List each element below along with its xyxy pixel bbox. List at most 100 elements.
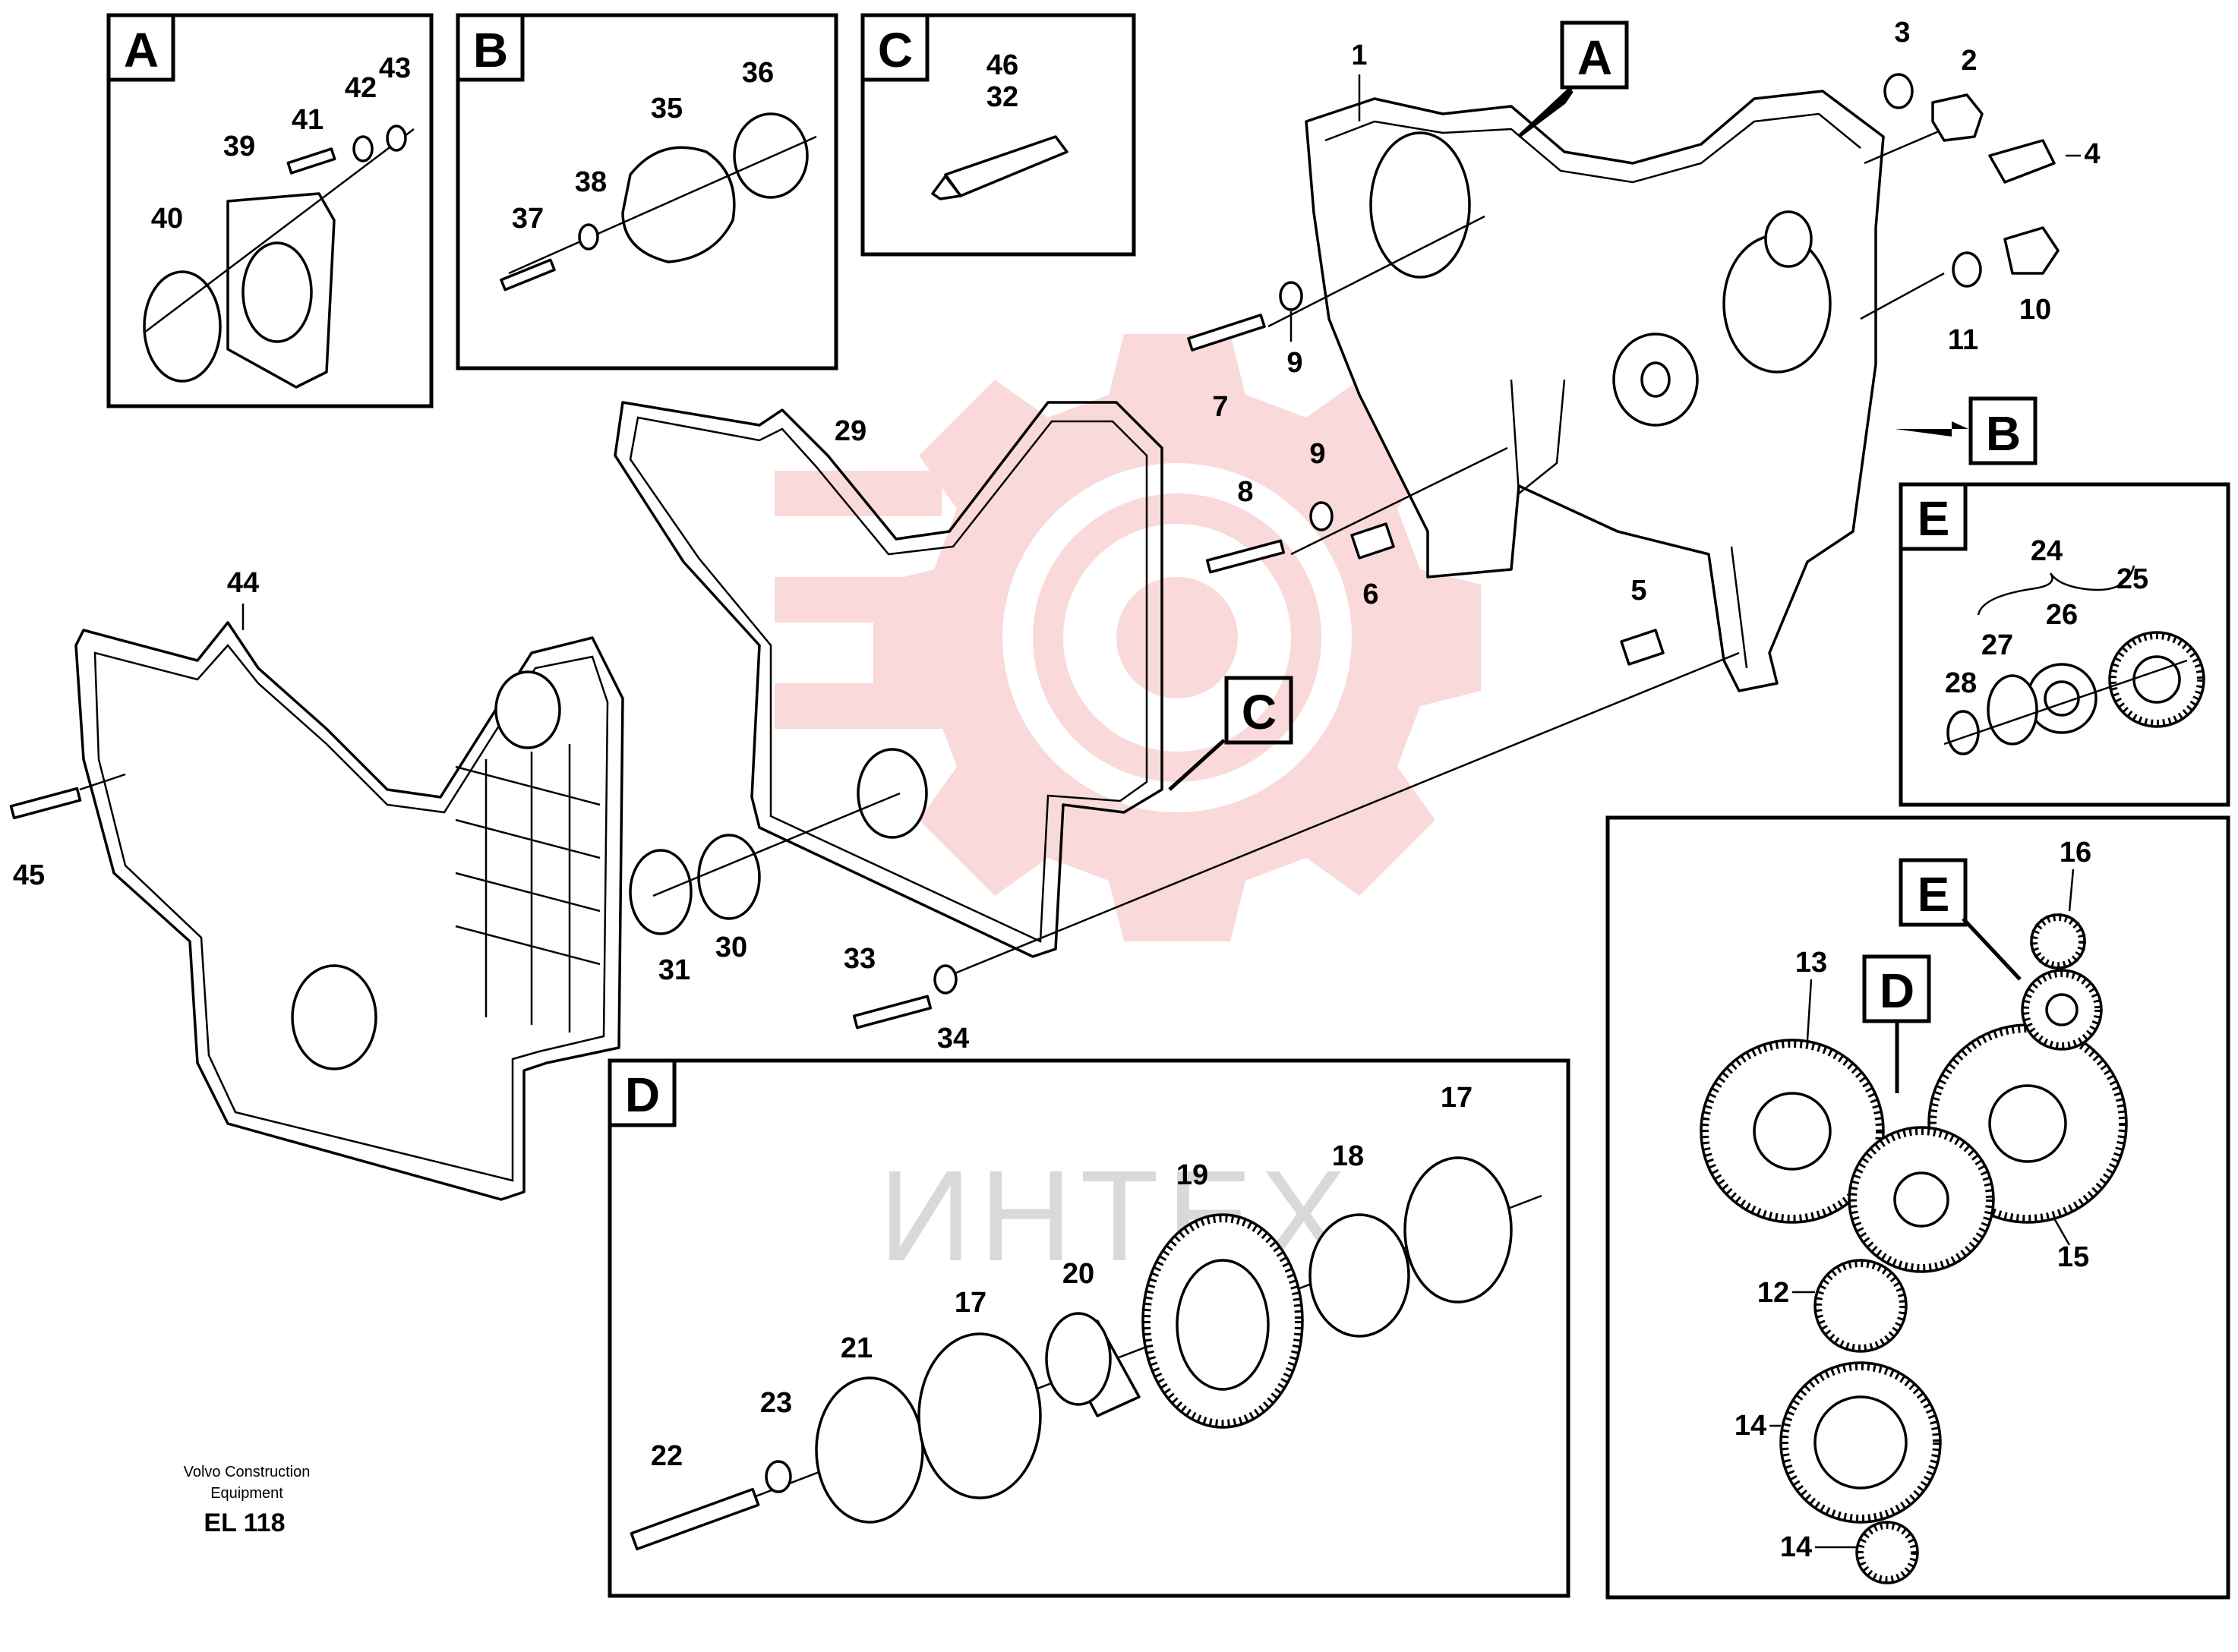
- tag-e: E: [1918, 867, 1950, 922]
- callout-8: 8: [1237, 476, 1253, 508]
- sealant-tube-32: [944, 135, 1068, 197]
- callout-12: 12: [1757, 1277, 1789, 1309]
- thrust-washer-17-lower: [917, 1332, 1042, 1499]
- detail-box-d: D 22 23 21 17 20 19 18 17: [608, 1058, 1570, 1598]
- washer-11: [1952, 251, 1982, 288]
- washer-9-upper: [1279, 281, 1303, 311]
- callout-33: 33: [844, 943, 876, 975]
- callout-27: 27: [1981, 629, 2013, 661]
- cover-seal-bore: [291, 964, 377, 1070]
- detail-box-e: E 24 25 26 27 28: [1899, 482, 2230, 807]
- hub-18: [1308, 1213, 1410, 1338]
- callout-24: 24: [2031, 535, 2063, 567]
- tag-a: A: [1577, 30, 1612, 85]
- callout-23: 23: [760, 1387, 792, 1419]
- callout-25: 25: [2116, 563, 2148, 595]
- plug-2: [1931, 93, 1984, 142]
- screw-37: [500, 258, 556, 292]
- bolt-7: [1187, 314, 1266, 352]
- callout-7: 7: [1212, 391, 1228, 423]
- plate-21: [815, 1376, 924, 1524]
- callout-14-lower: 14: [1780, 1531, 1812, 1563]
- detail-box-b: B 37 38 35 36: [456, 13, 838, 370]
- callout-44: 44: [227, 567, 259, 599]
- pin-6: [1350, 522, 1395, 560]
- crank-seal-bore: [857, 748, 928, 839]
- flange-bore: [241, 241, 313, 343]
- washer-42: [352, 135, 374, 162]
- detail-box-a: A 40 39 41 42 43: [106, 13, 434, 408]
- callout-19: 19: [1176, 1159, 1208, 1191]
- callout-29: 29: [835, 415, 866, 447]
- callout-6: 6: [1362, 579, 1378, 610]
- callout-26: 26: [2046, 599, 2078, 631]
- tag-b: B: [1986, 406, 2021, 461]
- callout-13: 13: [1795, 947, 1827, 979]
- circlip-27: [1987, 674, 2038, 746]
- bolt-8: [1205, 539, 1286, 574]
- callout-38: 38: [575, 166, 607, 198]
- callout-5: 5: [1630, 575, 1646, 607]
- gear-14-small: [1855, 1521, 1919, 1584]
- callout-17-upper: 17: [1441, 1082, 1473, 1114]
- callout-22: 22: [651, 1440, 683, 1472]
- callout-34: 34: [937, 1023, 969, 1055]
- callout-15: 15: [2057, 1241, 2089, 1273]
- callout-1: 1: [1351, 39, 1367, 71]
- detail-box-e-label: E: [1918, 491, 1950, 546]
- callout-21: 21: [841, 1332, 873, 1364]
- callout-43: 43: [379, 52, 411, 84]
- washer-9-lower: [1309, 501, 1334, 531]
- callout-9-lower: 9: [1309, 438, 1325, 470]
- detail-box-a-label: A: [124, 23, 159, 77]
- callout-4: 4: [2084, 138, 2100, 170]
- callout-30: 30: [715, 932, 747, 963]
- callout-31: 31: [658, 954, 690, 986]
- bolt-22: [630, 1487, 760, 1551]
- detail-box-c-label: C: [878, 23, 913, 77]
- callout-32: 32: [986, 81, 1018, 113]
- o-ring-40: [143, 270, 222, 383]
- screw-45: [9, 787, 82, 820]
- callout-16: 16: [2060, 837, 2091, 869]
- callout-46: 46: [986, 49, 1018, 81]
- circlip-28: [1946, 710, 1980, 755]
- callout-36: 36: [742, 57, 774, 89]
- washer-3: [1883, 73, 1914, 109]
- gasket-29: [614, 401, 1163, 958]
- callout-42: 42: [345, 72, 377, 104]
- detail-box-c: C 46 32: [860, 13, 1136, 257]
- callout-28: 28: [1945, 667, 1977, 699]
- cover-44: [74, 621, 624, 1201]
- callout-18: 18: [1332, 1140, 1364, 1172]
- plug-10: [2003, 226, 2060, 275]
- thrust-washer-17-upper: [1403, 1156, 1513, 1304]
- callout-35: 35: [651, 93, 683, 125]
- o-ring-36: [733, 112, 809, 199]
- tag-d: D: [1880, 963, 1914, 1018]
- credit-line-2: Equipment: [210, 1485, 283, 1502]
- callout-39: 39: [223, 131, 255, 162]
- credit-line-1: Volvo Construction: [184, 1464, 311, 1480]
- tube-nozzle: [931, 175, 962, 200]
- callout-41: 41: [292, 104, 324, 136]
- washer-34: [933, 964, 958, 995]
- tag-c: C: [1242, 685, 1277, 739]
- cover-35: [621, 146, 736, 263]
- detail-box-d-label: D: [625, 1067, 660, 1122]
- callout-2: 2: [1961, 45, 1977, 77]
- stud-41: [286, 147, 336, 175]
- callout-17-lower: 17: [955, 1287, 986, 1319]
- bolt-33: [852, 995, 933, 1029]
- seal-30: [697, 834, 761, 920]
- callout-40: 40: [151, 203, 183, 235]
- pin-5: [1620, 629, 1665, 666]
- plug-4: [1988, 139, 2056, 184]
- callout-11: 11: [1948, 324, 1978, 356]
- callout-10: 10: [2019, 294, 2051, 326]
- washer-38: [578, 223, 599, 251]
- gear-train-box: 16 13 15 12 14 14 E D: [1605, 815, 2230, 1600]
- callout-9-upper: 9: [1286, 347, 1302, 379]
- nut-43: [386, 125, 407, 152]
